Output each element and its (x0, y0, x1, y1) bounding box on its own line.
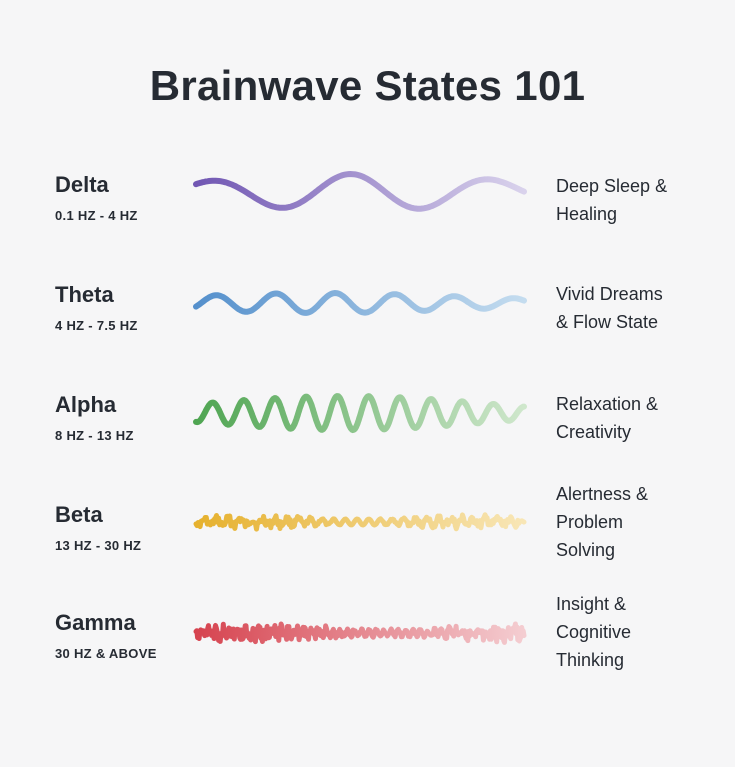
description-line: Insight & (556, 594, 627, 614)
page-title: Brainwave States 101 (149, 62, 586, 109)
description-line: Solving (556, 540, 616, 560)
wave-row-alpha: Alpha 8 HZ - 13 HZ Relaxation & Creativi… (0, 380, 735, 490)
wave-description: Alertness & Problem Solving (556, 480, 726, 564)
description-line: Healing (556, 204, 618, 224)
wave-name: Beta (55, 502, 103, 527)
delta-wave-graphic (193, 170, 527, 212)
wave-range: 0.1 HZ - 4 HZ (55, 208, 138, 223)
description-line: Relaxation & (556, 394, 659, 414)
wave-range: 8 HZ - 13 HZ (55, 428, 134, 443)
wave-name: Alpha (55, 392, 117, 417)
theta-wave-line (193, 289, 527, 316)
description-line: Deep Sleep & (556, 176, 668, 196)
wave-row-delta: Delta 0.1 HZ - 4 HZ Deep Sleep & Healing (0, 160, 735, 270)
wave-range: 4 HZ - 7.5 HZ (55, 318, 138, 333)
delta-wave-line (193, 170, 527, 212)
gamma-wave-line (193, 621, 527, 645)
wave-description: Insight & Cognitive Thinking (556, 590, 726, 674)
beta-wave-graphic (193, 512, 527, 532)
wave-description: Deep Sleep & Healing (556, 172, 726, 228)
alpha-wave-graphic (193, 393, 527, 434)
wave-name: Theta (55, 282, 114, 307)
wave-description: Vivid Dreams & Flow State (556, 280, 726, 336)
description-line: Vivid Dreams (556, 284, 663, 304)
wave-name: Gamma (55, 610, 136, 635)
wave-name: Delta (55, 172, 109, 197)
theta-wave-graphic (193, 289, 527, 316)
wave-row-beta: Beta 13 HZ - 30 HZ Alertness & Problem S… (0, 484, 735, 600)
description-line: Thinking (556, 650, 625, 670)
beta-wave-line (193, 512, 527, 532)
wave-row-gamma: Gamma 30 HZ & ABOVE Insight & Cognitive … (0, 594, 735, 710)
description-line: Problem (556, 512, 624, 532)
description-line: Creativity (556, 422, 632, 442)
description-line: Alertness & (556, 484, 649, 504)
description-line: & Flow State (556, 312, 659, 332)
wave-row-theta: Theta 4 HZ - 7.5 HZ Vivid Dreams & Flow … (0, 270, 735, 380)
wave-description: Relaxation & Creativity (556, 390, 726, 446)
gamma-wave-graphic (193, 621, 527, 645)
description-line: Cognitive (556, 622, 632, 642)
alpha-wave-line (193, 393, 527, 434)
wave-range: 30 HZ & ABOVE (55, 646, 157, 661)
wave-range: 13 HZ - 30 HZ (55, 538, 142, 553)
